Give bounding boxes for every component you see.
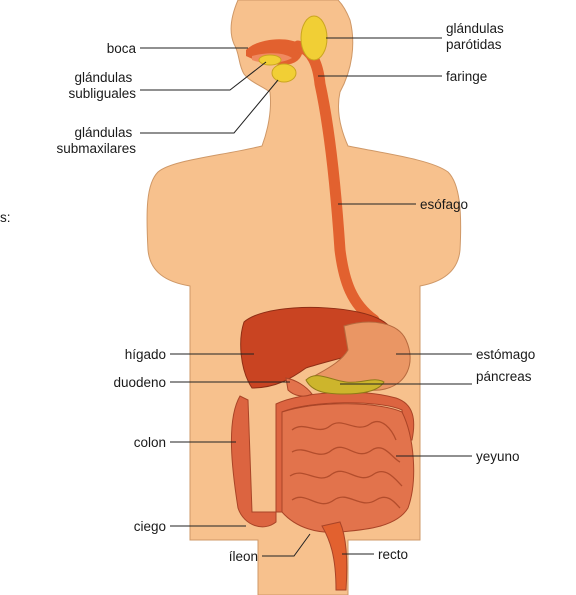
label-pancreas: páncreas: [476, 369, 532, 384]
small-intestine: [282, 404, 414, 533]
label-faringe: faringe: [446, 69, 487, 84]
parotid-gland: [301, 16, 327, 60]
label-higado: hígado: [125, 347, 166, 362]
submandibular-gland: [272, 64, 296, 82]
label-ciego: ciego: [134, 519, 166, 534]
margin-fragment: s:: [0, 210, 11, 225]
sublingual-gland: [259, 55, 281, 65]
label-recto: recto: [378, 547, 408, 562]
label-glandulas-subliguales: glándulas subliguales: [68, 70, 136, 101]
label-duodeno: duodeno: [113, 375, 166, 390]
label-ileon: íleon: [229, 549, 258, 564]
label-yeyuno: yeyuno: [476, 449, 520, 464]
label-colon: colon: [134, 435, 166, 450]
label-estomago: estómago: [476, 347, 535, 362]
label-boca: boca: [107, 41, 137, 56]
label-esofago: esófago: [420, 197, 468, 212]
label-glandulas-submaxilares: glándulas submaxilares: [56, 125, 136, 156]
label-glandulas-parotidas: glándulas parótidas: [446, 21, 508, 52]
